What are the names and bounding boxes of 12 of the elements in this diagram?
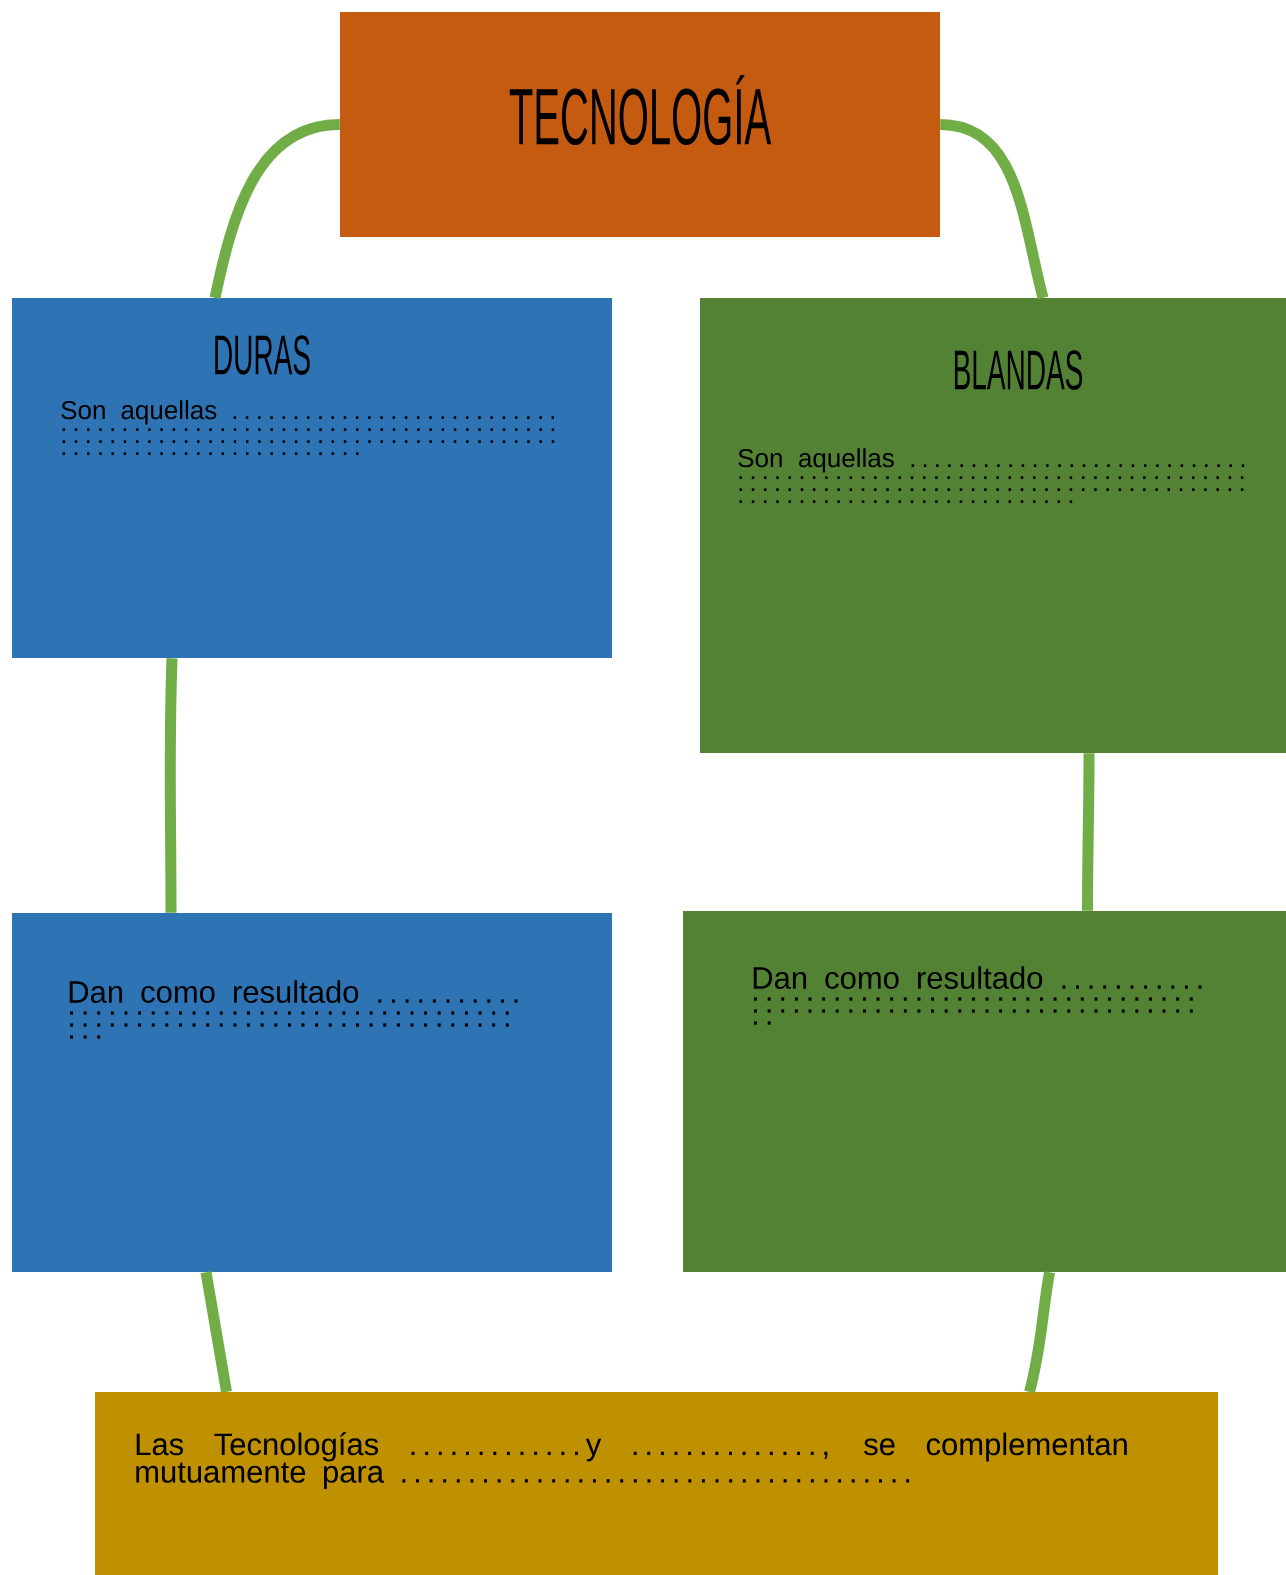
category-box: BLANDAS Son aquellas . . . . . . . . . . . . . . . . . . . . . . . . . . . . . . . . . . . . . . . . . . . . . . . . . . . . . . . . . . . . . . . . . . . . . . . . . . . . . . . . . . . . . . . . . . . . . . . . . . . . . . . . . . . . . . . . . . . . . . . . . . . . . . . . . . . . . . . . . . . .: [700, 298, 1286, 753]
connector-line: [164, 658, 178, 913]
connector-line: [209, 119, 341, 299]
connector-line: [1024, 1271, 1055, 1394]
category-box: DURAS Son aquellas . . . . . . . . . . . . . . . . . . . . . . . . . . . . . . . . . . . . . . . . . . . . . . . . . . . . . . . . . . . . . . . . . . . . . . . . . . . . . . . . . . . . . . . . . . . . . . . . . . . . . . . . . . . . . . . . . . . . . . . . . . . . . . . . . . . . . .: [12, 298, 612, 658]
title-box: TECNOLOGÍA: [340, 12, 940, 237]
connector-line: [1082, 753, 1095, 911]
connector-line: [939, 119, 1049, 300]
connector-line: [200, 1271, 232, 1393]
result-box: Dan como resultado . . . . . . . . . . . . . . . . . . . . . . . . . . . . . . . . . . . . . . . . . . . . . . . . . . . . . . . . . . . . . . . . . . . . . . . . . . . . . . . .: [12, 913, 612, 1272]
result-box: Dan como resultado . . . . . . . . . . . . . . . . . . . . . . . . . . . . . . . . . . . . . . . . . . . . . . . . . . . . . . . . . . . . . . . . . . . . . . . . . . . . . . .: [683, 911, 1286, 1272]
conclusion-box: Las Tecnologías . . . . . . . . . . . . . y . . . . . . . . . . . . . . , se complementan mutuamente para . . . . . . . . . . . . . . . . . . . . . . . . . . . . . . . . . . . . . .: [95, 1392, 1218, 1575]
